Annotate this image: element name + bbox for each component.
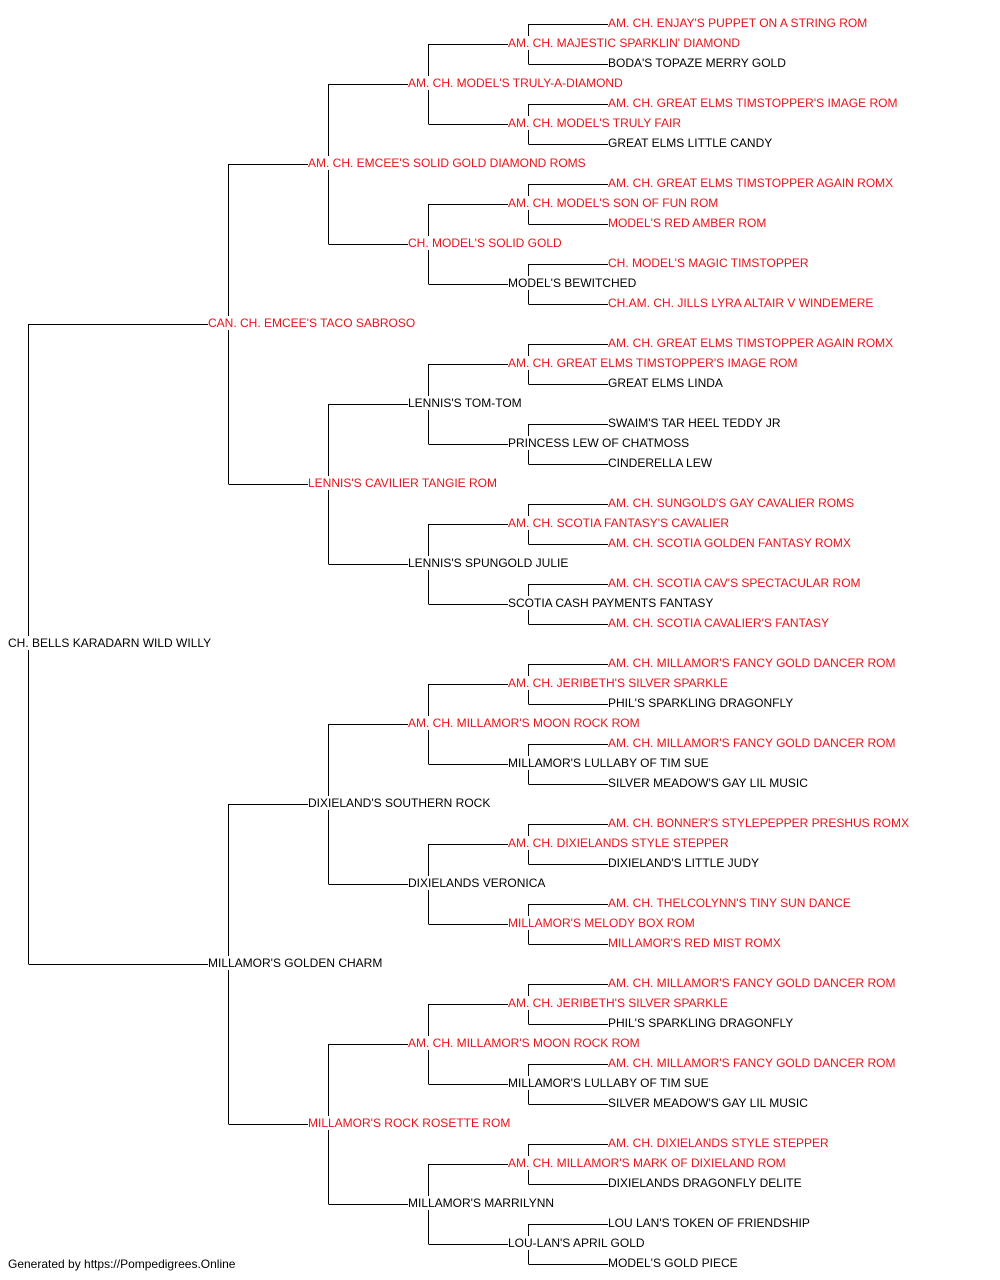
g3-grandparent-name: AM. CH. DIXIELANDS STYLE STEPPER	[608, 1136, 831, 1150]
g3-grandparent-name: AM. CH. SCOTIA CAV'S SPECTACULAR ROM	[608, 576, 863, 590]
g2-grandparent-name: MODEL'S BEWITCHED	[508, 276, 639, 290]
g2-grandparent-name: AM. CH. MAJESTIC SPARKLIN' DIAMOND	[508, 36, 743, 50]
g2-grandparent-name: SCOTIA CASH PAYMENTS FANTASY	[508, 596, 716, 610]
g3-grandparent-name: SWAIM'S TAR HEEL TEDDY JR	[608, 416, 783, 430]
g2-grandparent-name: AM. CH. DIXIELANDS STYLE STEPPER	[508, 836, 731, 850]
grandparent-name: DIXIELAND'S SOUTHERN ROCK	[308, 796, 493, 810]
g2-grandparent-name: AM. CH. JERIBETH'S SILVER SPARKLE	[508, 996, 730, 1010]
g3-grandparent-name: DIXIELAND'S LITTLE JUDY	[608, 856, 761, 870]
great-grandparent-name: MILLAMOR'S MARRILYNN	[408, 1196, 557, 1210]
g3-grandparent-name: SILVER MEADOW'S GAY LIL MUSIC	[608, 776, 810, 790]
subject-name: CH. BELLS KARADARN WILD WILLY	[8, 636, 214, 650]
g2-grandparent-name: MILLAMOR'S MELODY BOX ROM	[508, 916, 697, 930]
g3-grandparent-name: AM. CH. MILLAMOR'S FANCY GOLD DANCER ROM	[608, 1056, 898, 1070]
g3-grandparent-name: PHIL'S SPARKLING DRAGONFLY	[608, 1016, 796, 1030]
g3-grandparent-name: LOU LAN'S TOKEN OF FRIENDSHIP	[608, 1216, 812, 1230]
g3-grandparent-name: SILVER MEADOW'S GAY LIL MUSIC	[608, 1096, 810, 1110]
g3-grandparent-name: MODEL'S RED AMBER ROM	[608, 216, 769, 230]
g2-grandparent-name: AM. CH. GREAT ELMS TIMSTOPPER'S IMAGE RO…	[508, 356, 800, 370]
g3-grandparent-name: AM. CH. THELCOLYNN'S TINY SUN DANCE	[608, 896, 853, 910]
g3-grandparent-name: AM. CH. GREAT ELMS TIMSTOPPER'S IMAGE RO…	[608, 96, 900, 110]
g3-grandparent-name: CH.AM. CH. JILLS LYRA ALTAIR V WINDEMERE	[608, 296, 876, 310]
g3-grandparent-name: CINDERELLA LEW	[608, 456, 715, 470]
g2-grandparent-name: LOU-LAN'S APRIL GOLD	[508, 1236, 647, 1250]
g2-grandparent-name: AM. CH. SCOTIA FANTASY'S CAVALIER	[508, 516, 732, 530]
g3-grandparent-name: AM. CH. MILLAMOR'S FANCY GOLD DANCER ROM	[608, 656, 898, 670]
grandparent-name: AM. CH. EMCEE'S SOLID GOLD DIAMOND ROMS	[308, 156, 588, 170]
g3-grandparent-name: AM. CH. MILLAMOR'S FANCY GOLD DANCER ROM	[608, 736, 898, 750]
g3-grandparent-name: AM. CH. BONNER'S STYLEPEPPER PRESHUS ROM…	[608, 816, 912, 830]
g3-grandparent-name: CH. MODEL'S MAGIC TIMSTOPPER	[608, 256, 811, 270]
g3-grandparent-name: AM. CH. SCOTIA CAVALIER'S FANTASY	[608, 616, 832, 630]
great-grandparent-name: LENNIS'S SPUNGOLD JULIE	[408, 556, 571, 570]
g3-grandparent-name: MILLAMOR'S RED MIST ROMX	[608, 936, 783, 950]
sire-dam-name: CAN. CH. EMCEE'S TACO SABROSO	[208, 316, 418, 330]
g2-grandparent-name: MILLAMOR'S LULLABY OF TIM SUE	[508, 1076, 711, 1090]
great-grandparent-name: CH. MODEL'S SOLID GOLD	[408, 236, 564, 250]
grandparent-name: LENNIS'S CAVILIER TANGIE ROM	[308, 476, 499, 490]
g3-grandparent-name: GREAT ELMS LINDA	[608, 376, 725, 390]
g3-grandparent-name: AM. CH. SUNGOLD'S GAY CAVALIER ROMS	[608, 496, 857, 510]
g2-grandparent-name: AM. CH. JERIBETH'S SILVER SPARKLE	[508, 676, 730, 690]
g3-grandparent-name: AM. CH. ENJAY'S PUPPET ON A STRING ROM	[608, 16, 870, 30]
g2-grandparent-name: MILLAMOR'S LULLABY OF TIM SUE	[508, 756, 711, 770]
sire-dam-name: MILLAMOR'S GOLDEN CHARM	[208, 956, 385, 970]
g3-grandparent-name: DIXIELANDS DRAGONFLY DELITE	[608, 1176, 804, 1190]
g3-grandparent-name: AM. CH. GREAT ELMS TIMSTOPPER AGAIN ROMX	[608, 336, 896, 350]
g3-grandparent-name: AM. CH. SCOTIA GOLDEN FANTASY ROMX	[608, 536, 853, 550]
g3-grandparent-name: BODA'S TOPAZE MERRY GOLD	[608, 56, 788, 70]
great-grandparent-name: AM. CH. MILLAMOR'S MOON ROCK ROM	[408, 716, 642, 730]
great-grandparent-name: AM. CH. MILLAMOR'S MOON ROCK ROM	[408, 1036, 642, 1050]
g2-grandparent-name: AM. CH. MODEL'S TRULY FAIR	[508, 116, 683, 130]
great-grandparent-name: AM. CH. MODEL'S TRULY-A-DIAMOND	[408, 76, 625, 90]
g3-grandparent-name: AM. CH. GREAT ELMS TIMSTOPPER AGAIN ROMX	[608, 176, 896, 190]
g3-grandparent-name: GREAT ELMS LITTLE CANDY	[608, 136, 775, 150]
g2-grandparent-name: AM. CH. MODEL'S SON OF FUN ROM	[508, 196, 721, 210]
g3-grandparent-name: AM. CH. MILLAMOR'S FANCY GOLD DANCER ROM	[608, 976, 898, 990]
generated-by-footer: Generated by https://Pompedigrees.Online	[8, 1257, 236, 1271]
great-grandparent-name: LENNIS'S TOM-TOM	[408, 396, 524, 410]
g2-grandparent-name: PRINCESS LEW OF CHATMOSS	[508, 436, 692, 450]
g3-grandparent-name: PHIL'S SPARKLING DRAGONFLY	[608, 696, 796, 710]
g2-grandparent-name: AM. CH. MILLAMOR'S MARK OF DIXIELAND ROM	[508, 1156, 788, 1170]
great-grandparent-name: DIXIELANDS VERONICA	[408, 876, 548, 890]
g3-grandparent-name: MODEL'S GOLD PIECE	[608, 1256, 740, 1270]
grandparent-name: MILLAMOR'S ROCK ROSETTE ROM	[308, 1116, 513, 1130]
